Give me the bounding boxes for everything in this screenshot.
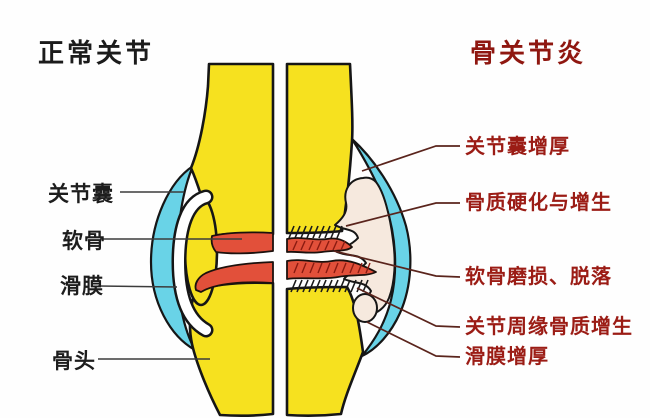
hatching-femur-margin xyxy=(288,225,343,239)
label-bone-sclerosis: 骨质硬化与增生 xyxy=(465,190,612,214)
cartilage-lower-left xyxy=(194,261,274,293)
hatching-cartilage-lower xyxy=(293,262,371,274)
femur-right xyxy=(285,62,354,235)
label-marginal-osteophyte: 关节周缘骨质增生 xyxy=(465,314,633,338)
label-cartilage: 软骨 xyxy=(62,229,106,253)
tibia-right xyxy=(285,285,365,417)
marginal-osteophyte xyxy=(352,293,378,323)
leader-lines-right xyxy=(333,145,461,358)
sclerotic-bone xyxy=(334,176,396,316)
leader-bone-sclerosis xyxy=(345,202,460,227)
label-capsule-thickening: 关节囊增厚 xyxy=(465,134,570,158)
title-normal-joint: 正常关节 xyxy=(38,39,155,69)
title-osteoarthritis: 骨关节炎 xyxy=(470,39,587,69)
cartilage-upper-left xyxy=(210,231,274,255)
label-synovium-thickening: 滑膜增厚 xyxy=(465,344,549,368)
leader-lines-left xyxy=(97,191,242,360)
hatching-tibia-margin xyxy=(290,279,369,293)
hatching-cartilage-upper xyxy=(292,240,346,251)
label-synovium: 滑膜 xyxy=(60,274,104,298)
osteoarthritis-joint-half xyxy=(285,62,412,417)
label-joint-capsule: 关节囊 xyxy=(48,182,114,206)
leader-synovium-thickening xyxy=(366,321,461,358)
synovium-band xyxy=(173,192,211,335)
leader-marginal-osteophyte xyxy=(356,287,461,328)
leader-capsule-thickening xyxy=(361,145,460,172)
label-bone: 骨头 xyxy=(52,349,96,373)
leader-synovium xyxy=(97,285,178,288)
label-cartilage-wear: 软骨磨损、脱落 xyxy=(465,264,612,288)
leader-cartilage-wear xyxy=(333,250,461,278)
normal-joint-half xyxy=(149,62,275,417)
